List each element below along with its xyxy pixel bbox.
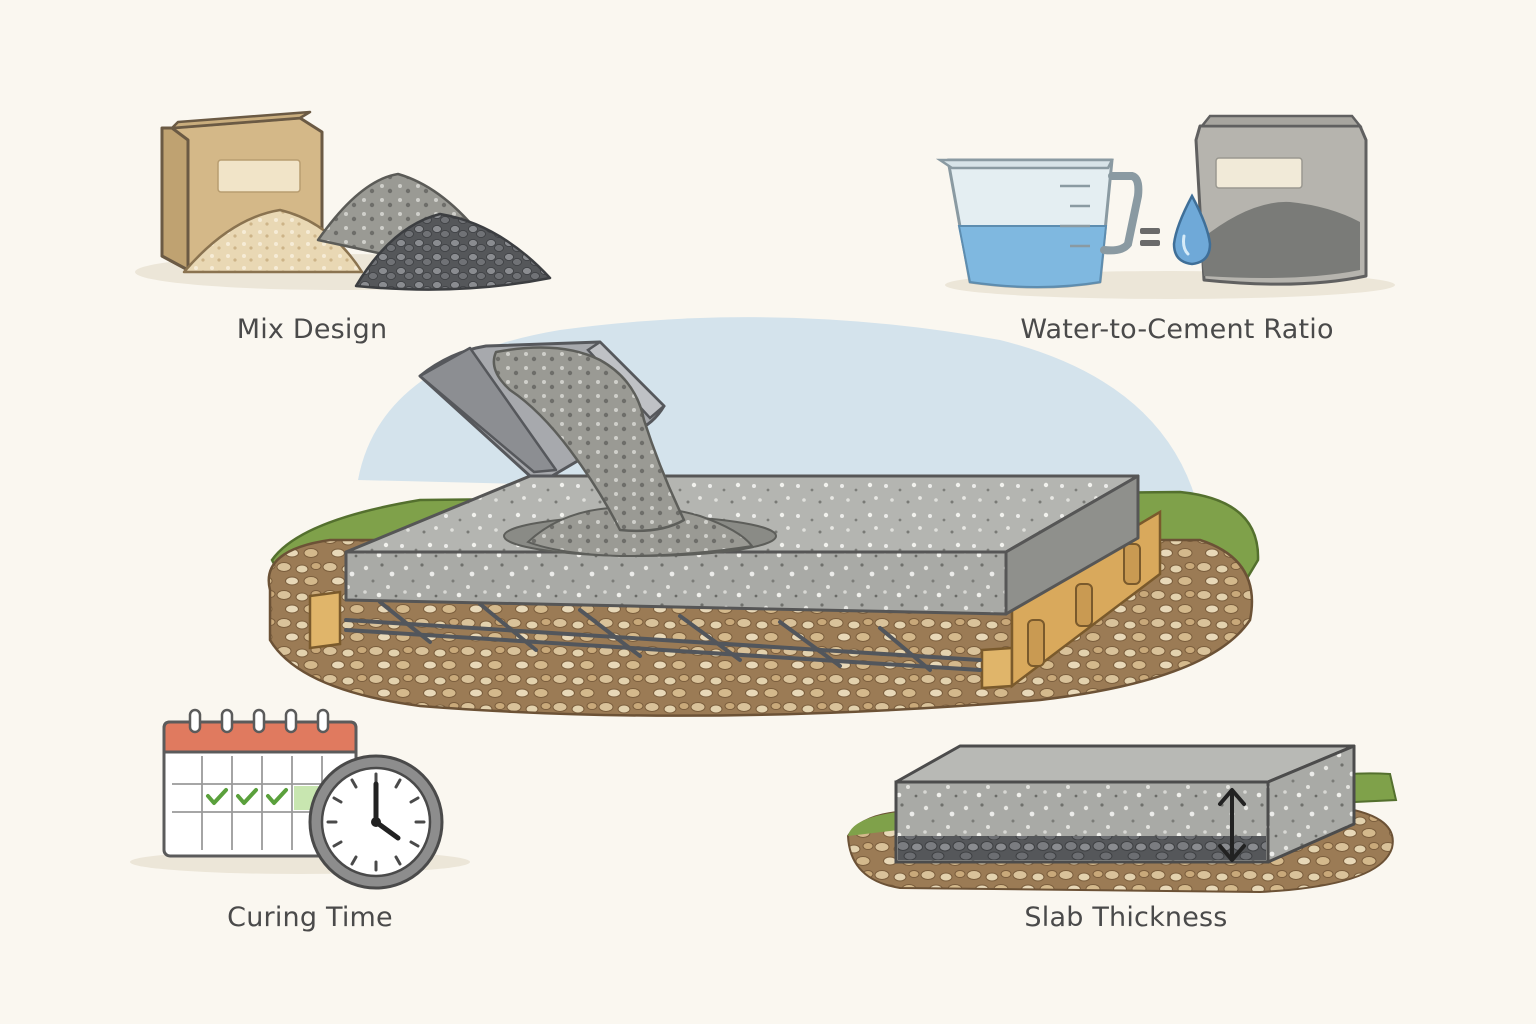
rebar-grid [344, 600, 982, 672]
measuring-jug-icon [935, 158, 1143, 289]
gravel-pile-icon [354, 212, 552, 291]
slab-thickness-illustration [846, 744, 1398, 894]
slab-front [344, 550, 1008, 616]
concrete-stream [492, 346, 686, 533]
calendar-icon [162, 708, 358, 858]
curing-time-illustration [130, 708, 470, 890]
mix-design-label: Mix Design [236, 314, 388, 345]
thickness-arrow-icon [1218, 788, 1246, 862]
curing-time-label: Curing Time [227, 902, 393, 933]
main-slab-illustration [267, 317, 1260, 717]
clock-icon [308, 754, 444, 890]
water-ratio-illustration [935, 114, 1395, 299]
sand-pile-icon [182, 208, 364, 274]
water-ratio-label: Water-to-Cement Ratio [1020, 314, 1334, 345]
water-drop-icon [1172, 193, 1212, 266]
cement-bag-icon [1194, 114, 1368, 286]
mix-design-illustration [135, 110, 552, 291]
slab-thickness-label: Slab Thickness [1024, 902, 1228, 933]
equals-icon [1140, 228, 1160, 246]
